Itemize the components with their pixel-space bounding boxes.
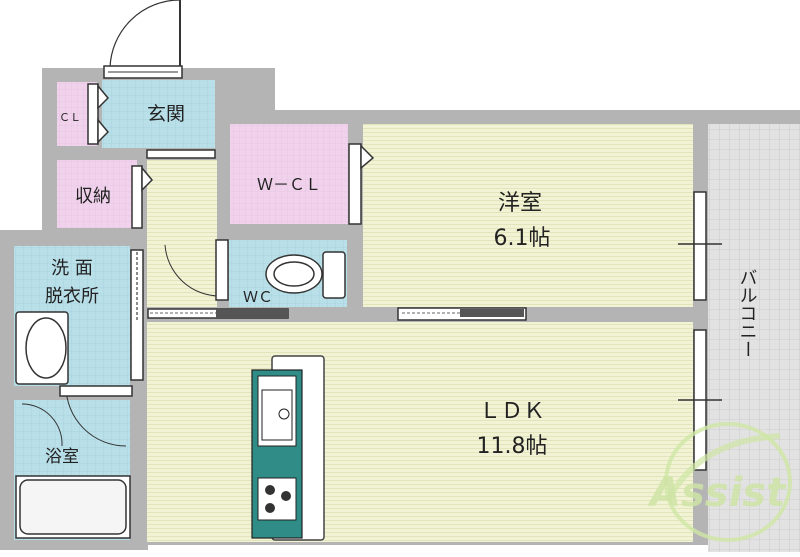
toilet: [265, 251, 346, 299]
cl-doors: [87, 83, 110, 145]
washroom-label-2: 脱衣所: [45, 286, 99, 307]
ldk-label: ＬＤＫ: [479, 399, 545, 424]
bath-door: [21, 385, 133, 447]
walkin-closet-floor: [230, 124, 348, 224]
western-room-floor: [363, 124, 693, 307]
walkin-closet-label: Ｗ－ＣＬ: [257, 175, 321, 194]
western-room-label: 洋室: [498, 191, 542, 216]
hallway-frame: [146, 149, 216, 159]
assist-logo: Assist: [647, 422, 792, 542]
entrance-door: [103, 0, 183, 79]
storage-floor: [57, 160, 137, 228]
storage-label: 収納: [75, 186, 111, 207]
cl-label: ＣＬ: [59, 111, 81, 124]
balcony-label: バルコニー: [737, 268, 758, 358]
western-room-size: 6.1帖: [494, 226, 551, 251]
ldk-doors: [147, 307, 527, 321]
hallway-floor: [147, 160, 217, 307]
bathtub: [15, 475, 131, 539]
washroom-label-1: 洗 面: [51, 258, 93, 279]
washbasin: [15, 311, 69, 385]
walkin-closet-door: [348, 143, 375, 225]
balcony-floor: [708, 124, 800, 552]
ldk-size: 11.8帖: [477, 434, 548, 459]
bathroom-label: 浴室: [45, 447, 79, 467]
genkan-floor: [102, 80, 215, 148]
ldk-floor: [147, 322, 693, 542]
washroom-door: [130, 249, 144, 381]
wc-label: ＷＣ: [243, 288, 273, 306]
storage-door: [131, 165, 154, 229]
balcony-windows: [678, 191, 722, 471]
kitchen-counter: [251, 355, 325, 541]
genkan-label: 玄関: [147, 103, 185, 125]
logo-text: Assist: [647, 470, 787, 516]
wc-door: [164, 239, 229, 301]
